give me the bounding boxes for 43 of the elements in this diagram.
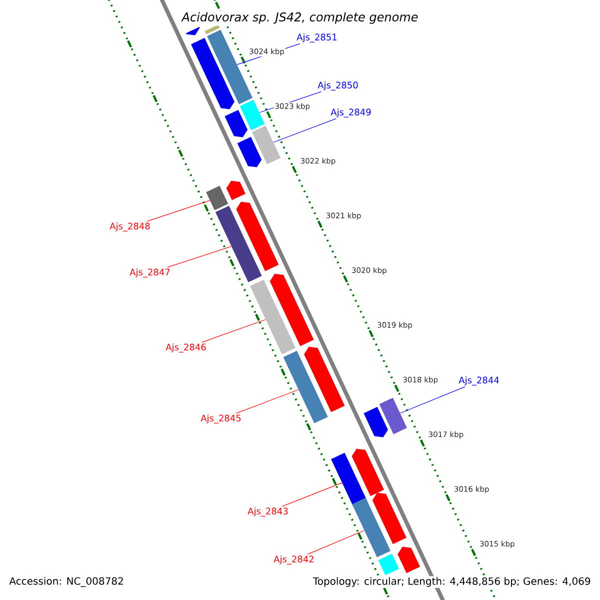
gene-block — [352, 498, 391, 558]
gene-block — [191, 38, 234, 110]
gene-label: Ajs_2847 — [130, 268, 170, 278]
leader-line — [307, 530, 365, 555]
gene-block — [379, 398, 407, 434]
gene-block — [378, 554, 399, 576]
gene-block — [206, 186, 228, 210]
gene-block — [237, 136, 262, 168]
leader-line — [202, 319, 266, 343]
gene-label: Ajs_2844 — [458, 376, 499, 386]
gene-label: Ajs_2850 — [318, 82, 358, 90]
gene-label: Ajs_2842 — [274, 556, 314, 564]
gene-block — [270, 274, 314, 346]
gene-block — [186, 26, 200, 36]
accession-text: Accession: NC_008782 — [8, 576, 125, 588]
gene-block — [398, 546, 420, 574]
gene-block — [226, 180, 246, 200]
gene-label: Ajs_2849 — [330, 108, 371, 118]
gene-label: Ajs_2843 — [248, 508, 288, 516]
leader-line — [146, 200, 210, 222]
gene-label: Ajs_2848 — [110, 222, 150, 232]
leader-line — [400, 386, 466, 414]
leader-line — [273, 118, 336, 143]
leader-line — [167, 246, 232, 268]
gene-block — [204, 24, 220, 34]
leader-line — [282, 482, 342, 507]
gene-label: Ajs_2846 — [166, 344, 206, 352]
gene-block — [252, 126, 281, 164]
gene-label: Ajs_2851 — [296, 34, 337, 42]
gene-block — [283, 350, 328, 424]
gene-block — [224, 110, 248, 138]
gene-block — [372, 492, 406, 544]
gene-block — [352, 448, 384, 496]
gene-block — [236, 202, 279, 272]
title: Acidovorax sp. JS42, complete genome — [180, 10, 420, 26]
gene-label: Ajs_2845 — [200, 414, 241, 424]
gene-block — [240, 100, 265, 130]
gene-block — [250, 280, 296, 354]
leader-line — [236, 389, 299, 414]
topology-text: Topology: circular; Length: 4,448,856 bp; Genes: 4,069 — [312, 576, 592, 588]
gene-block — [304, 346, 345, 412]
gene-block — [364, 406, 388, 438]
gene-block — [215, 206, 262, 282]
